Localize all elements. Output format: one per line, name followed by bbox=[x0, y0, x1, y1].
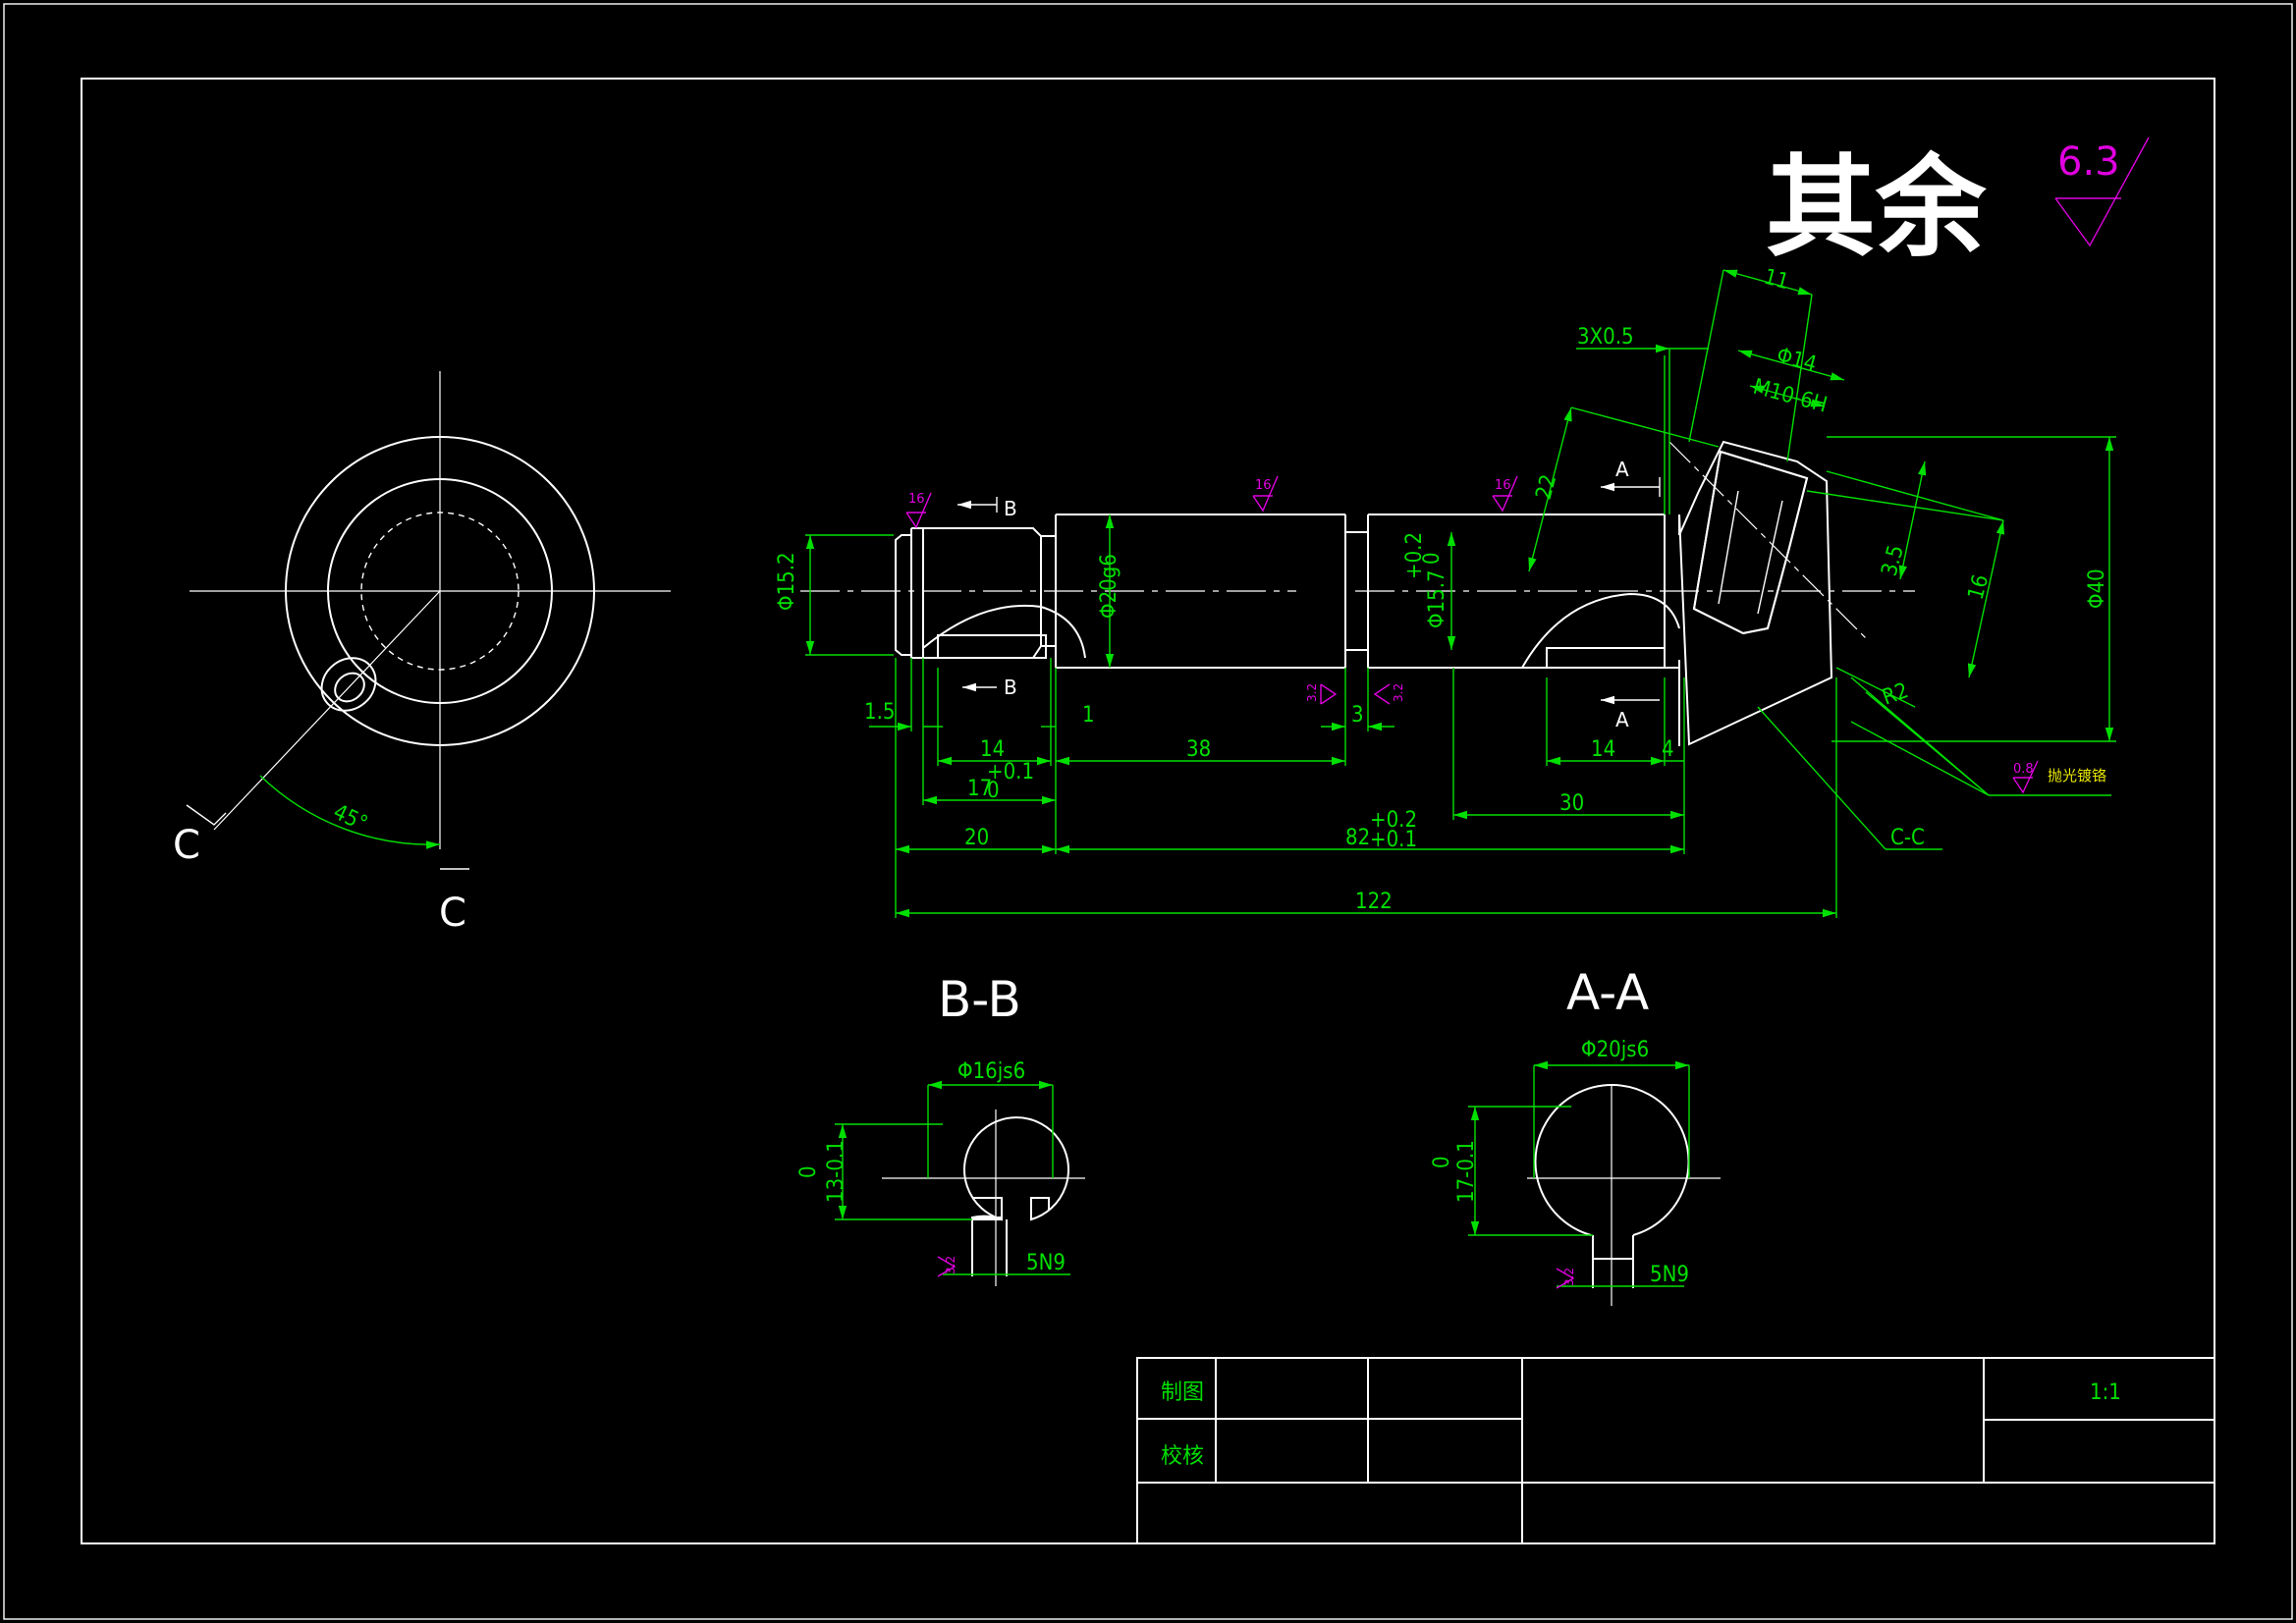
roughness-0-8: 0.8 bbox=[2013, 762, 2034, 777]
dim-thread: M10-6H bbox=[1750, 375, 1830, 418]
outer-border bbox=[3, 3, 2293, 1620]
roughness-3-2d: 3.2 bbox=[1562, 1268, 1576, 1286]
section-aa-label: A-A bbox=[1566, 964, 1649, 1021]
dim-4: 4 bbox=[1662, 737, 1674, 762]
roughness-16b: 16 bbox=[1255, 478, 1272, 493]
checked-by-label: 校核 bbox=[1161, 1444, 1204, 1469]
dim-20: 20 bbox=[964, 826, 989, 850]
cut-b-top-label: B bbox=[1004, 497, 1017, 520]
aa-key: 5N9 bbox=[1650, 1263, 1689, 1287]
roughness-symbols: 16 16 16 3.2 3.2 0.8 抛光镀铬 bbox=[905, 475, 2106, 794]
bb-diameter: Φ16js6 bbox=[957, 1059, 1025, 1084]
roughness-3-2b: 3.2 bbox=[1392, 683, 1405, 702]
drawing-frame bbox=[81, 78, 2215, 1544]
dim-38: 38 bbox=[1186, 737, 1211, 762]
roughness-3-2c: 3.2 bbox=[944, 1256, 957, 1274]
aa-depth-tol: 0 bbox=[1430, 1156, 1454, 1168]
end-view: 45° C C bbox=[173, 371, 671, 936]
drawn-by-label: 制图 bbox=[1161, 1380, 1204, 1405]
general-roughness-label: 其余 bbox=[1766, 144, 1987, 272]
dim-16: 16 bbox=[1964, 572, 1995, 603]
bb-key: 5N9 bbox=[1026, 1251, 1066, 1275]
roughness-3-2a: 3.2 bbox=[1305, 683, 1319, 702]
dim-82: 82 bbox=[1345, 826, 1370, 850]
aa-diameter: Φ20js6 bbox=[1581, 1038, 1649, 1062]
dim-30: 30 bbox=[1559, 791, 1584, 816]
roughness-16a: 16 bbox=[908, 492, 925, 507]
angle-45-label: 45° bbox=[329, 800, 370, 837]
bb-depth-tol: 0 bbox=[796, 1165, 821, 1178]
dim-d20g6: Φ20g6 bbox=[1097, 554, 1121, 619]
section-aa: A-A Φ20js6 17-0.1 0 5N9 3.2 bbox=[1430, 964, 1721, 1306]
dim-1-5: 1.5 bbox=[864, 700, 895, 725]
dim-82-tol-lo: +0.1 bbox=[1370, 828, 1417, 852]
cut-plane-markers: B B A A bbox=[957, 458, 1661, 731]
dim-17: 17 bbox=[967, 777, 992, 801]
general-roughness-value: 6.3 bbox=[2057, 139, 2120, 185]
dim-22: 22 bbox=[1532, 472, 1562, 503]
shaft-dimensions: Φ15.2 Φ20g6 Φ15.7 +0.2 0 1.5 1 14 38 17 … bbox=[775, 265, 2116, 918]
cut-b-bottom-label: B bbox=[1004, 676, 1017, 699]
dim-82-tol-up: +0.2 bbox=[1370, 808, 1417, 833]
dim-14-right: 14 bbox=[1591, 737, 1615, 762]
polish-note: 抛光镀铬 bbox=[2048, 767, 2106, 784]
cc-leader-label: C-C bbox=[1890, 826, 1925, 850]
scale-value: 1:1 bbox=[2090, 1380, 2121, 1405]
dim-d40: Φ40 bbox=[2085, 568, 2109, 609]
title-block: 制图 校核 1:1 bbox=[1136, 1357, 2215, 1544]
aa-depth: 17-0.1 bbox=[1454, 1140, 1479, 1203]
dim-d15-7-tol-lo: 0 bbox=[1420, 552, 1445, 565]
general-roughness-symbol: 6.3 bbox=[2054, 136, 2150, 247]
dim-11: 11 bbox=[1761, 265, 1791, 296]
cut-c-left-label: C bbox=[173, 823, 200, 868]
shaft-main-view bbox=[800, 440, 1915, 746]
section-bb: B-B Φ16js6 13-0.1 0 5N9 3.2 bbox=[796, 971, 1085, 1286]
dim-17-tol-lo: 0 bbox=[987, 779, 1000, 803]
cut-a-top-label: A bbox=[1615, 458, 1629, 481]
dim-3-5: 3.5 bbox=[1878, 543, 1909, 579]
dim-chamfer: 3X0.5 bbox=[1577, 325, 1634, 350]
dim-17-tol-up: +0.1 bbox=[987, 760, 1034, 784]
cut-c-bottom-label: C bbox=[439, 891, 466, 936]
dim-14-left: 14 bbox=[980, 737, 1005, 762]
cut-a-bottom-label: A bbox=[1615, 708, 1629, 731]
roughness-16c: 16 bbox=[1495, 478, 1511, 493]
bb-depth: 13-0.1 bbox=[824, 1140, 848, 1203]
dim-122: 122 bbox=[1355, 890, 1393, 914]
section-bb-label: B-B bbox=[938, 971, 1021, 1028]
dim-d14: Φ14 bbox=[1774, 344, 1819, 378]
dim-d15-7-tol-up: +0.2 bbox=[1402, 532, 1427, 579]
dim-3: 3 bbox=[1351, 703, 1364, 728]
dim-d15-7: Φ15.7 bbox=[1425, 569, 1449, 628]
dim-1: 1 bbox=[1082, 703, 1095, 728]
dim-d15-2: Φ15.2 bbox=[775, 552, 799, 611]
